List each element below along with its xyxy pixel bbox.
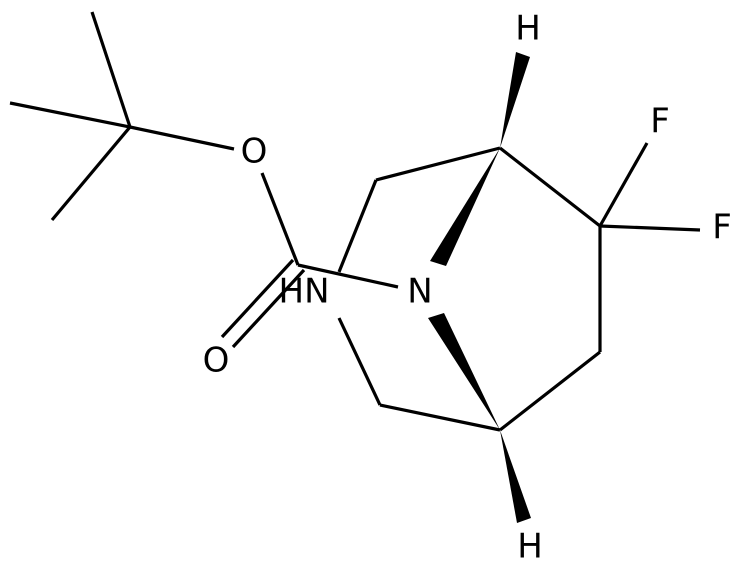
atom-label-n-bridge: N: [407, 272, 432, 312]
atom-label-h-bottom: H: [517, 527, 543, 567]
atom-label-f-upper: F: [650, 102, 670, 142]
bond-bridgehead-top-ch2: [375, 146, 501, 182]
bond-tbu-methyl-bottom: [50, 125, 132, 222]
atom-label-f-right: F: [712, 208, 732, 248]
atom-label-h-top: H: [515, 9, 541, 49]
bond-tbu-oxygen: [129, 125, 235, 151]
bond-tbu-methyl-top: [90, 11, 132, 128]
bond-nh-to-ch2-bottom: [337, 317, 382, 406]
bond-carbonyl-carbon-nitrogen: [297, 263, 399, 289]
bond-oxygen-carbonyl-carbon: [260, 172, 300, 266]
atom-label-o-carbonyl: O: [203, 341, 230, 381]
bond-bridgehead-top-cf2: [499, 146, 601, 228]
atom-label-o-ester: O: [241, 132, 268, 172]
bond-ch2-bridgehead-bottom: [379, 403, 501, 432]
bond-cf2-fluorine-right: [599, 224, 701, 232]
bond-ch2-bridgehead-bottom-right: [499, 350, 601, 432]
atom-label-nh: HN: [279, 272, 330, 312]
wedge-bridgehead-bottom-to-h: [500, 430, 531, 523]
bond-cf2-fluorine-upper: [598, 142, 649, 227]
bond-carbonyl-double-2: [231, 268, 306, 349]
wedge-bridgehead-bottom-to-n: [428, 313, 500, 430]
wedge-bridgehead-top-to-n: [430, 148, 500, 266]
bond-tbu-methyl-left: [9, 101, 131, 129]
wedge-bridgehead-top-to-h: [500, 52, 530, 148]
bond-carbonyl-double-1: [220, 258, 295, 339]
bond-ch2-to-nh-top: [337, 179, 378, 273]
